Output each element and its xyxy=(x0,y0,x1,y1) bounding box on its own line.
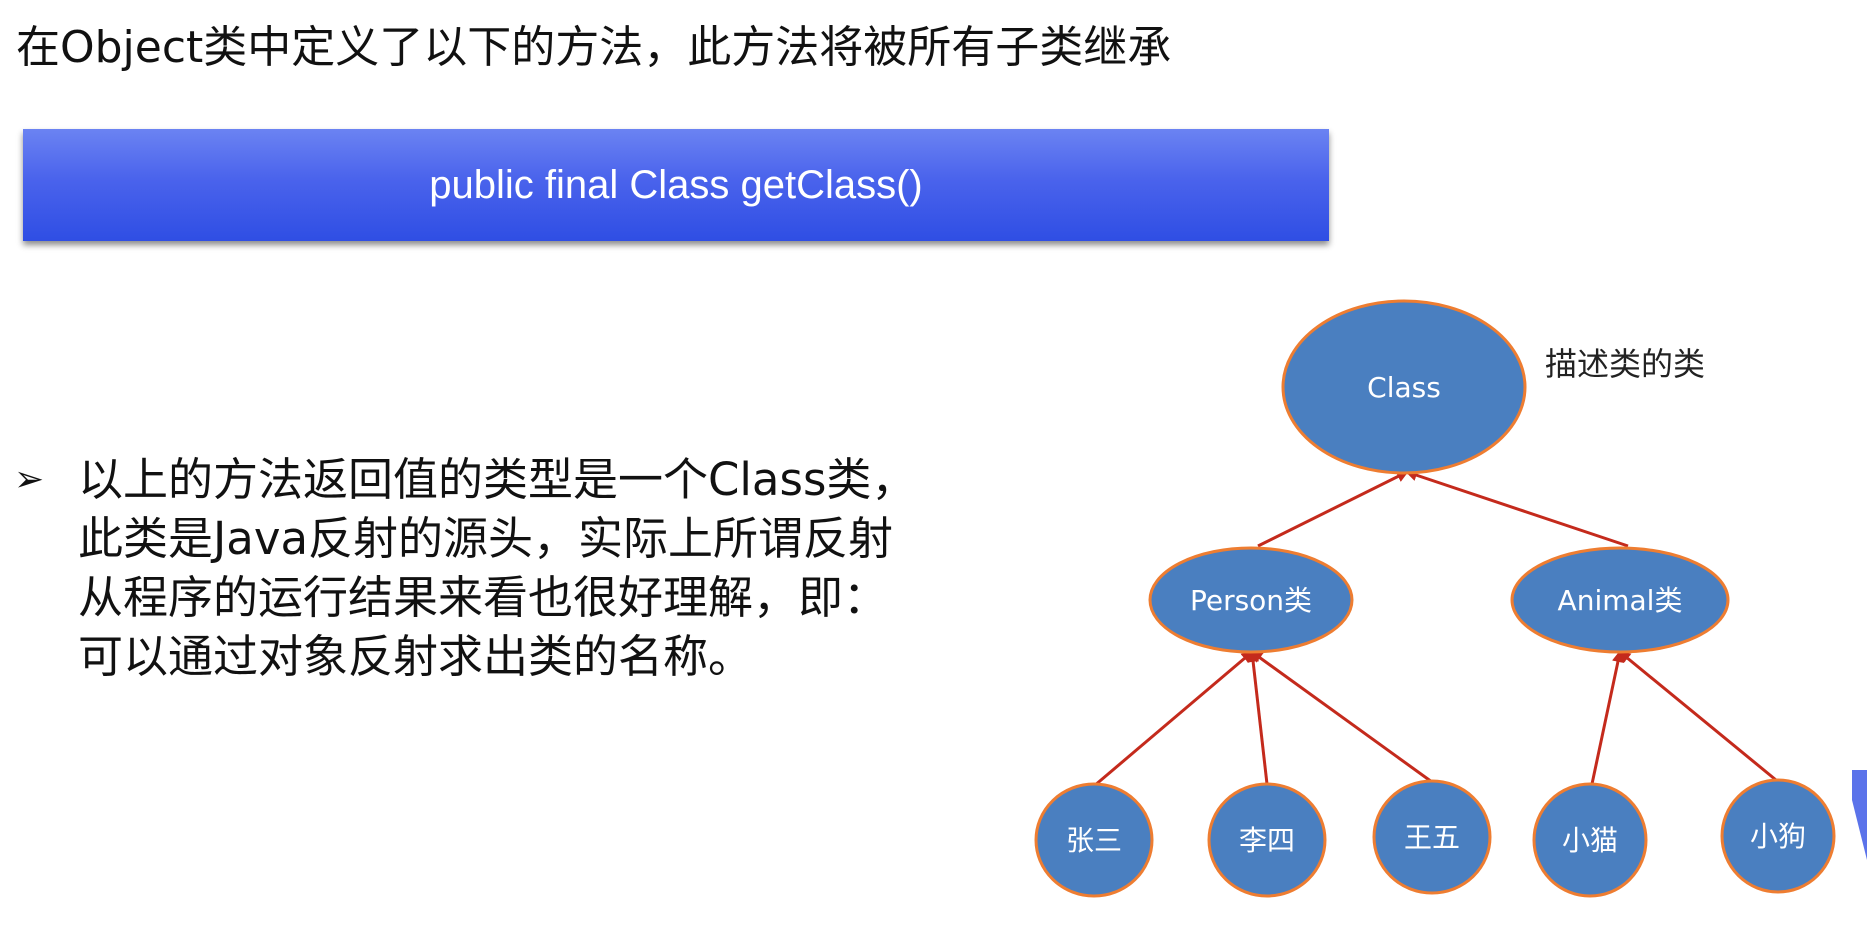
node-animal-ellipse xyxy=(1510,546,1730,654)
node-wangwu-label: 王五 xyxy=(1404,821,1460,854)
bullet-arrow-icon: ➢ xyxy=(14,459,45,500)
node-zhangsan: 张三 xyxy=(1034,782,1154,898)
node-wangwu: 王五 xyxy=(1372,779,1492,895)
node-xiaomao-ellipse xyxy=(1532,782,1648,898)
node-xiaomao-label: 小猫 xyxy=(1562,824,1618,857)
code-banner: public final Class getClass() xyxy=(23,129,1329,241)
edge-zhangsan-to-person xyxy=(1093,650,1254,788)
node-xiaomao: 小猫 xyxy=(1532,782,1648,898)
class-note-label: 描述类的类 xyxy=(1545,345,1705,383)
node-xiaogou-label: 小狗 xyxy=(1750,820,1806,853)
node-person-ellipse xyxy=(1148,546,1354,654)
node-person-label: Person类 xyxy=(1190,584,1312,617)
bullet-text: 以上的方法返回值的类型是一个Class类，此类是Java反射的源头，实际上所谓反… xyxy=(78,453,917,683)
node-wangwu-ellipse xyxy=(1372,779,1492,895)
node-xiaogou-ellipse xyxy=(1720,778,1836,894)
node-class: Class xyxy=(1281,299,1527,475)
slide-title: 在Object类中定义了以下的方法，此方法将被所有子类继承 xyxy=(16,22,1172,73)
node-zhangsan-label: 张三 xyxy=(1066,824,1122,857)
edge-xiaogou-to-animal xyxy=(1618,650,1777,782)
edge-lisi-to-person xyxy=(1247,650,1269,785)
edge-wangwu-to-person xyxy=(1250,650,1433,784)
node-animal: Animal类 xyxy=(1510,546,1730,654)
edge-decoration-shape xyxy=(1852,770,1867,860)
edge-xiaomao-to-animal xyxy=(1590,650,1624,785)
node-class-ellipse xyxy=(1281,299,1527,475)
edge-person-to-class xyxy=(1257,470,1409,548)
node-lisi-label: 李四 xyxy=(1239,824,1295,857)
node-zhangsan-ellipse xyxy=(1034,782,1154,898)
node-lisi-ellipse xyxy=(1207,782,1327,898)
node-lisi: 李四 xyxy=(1207,782,1327,898)
node-class-label: Class xyxy=(1367,371,1441,404)
node-animal-label: Animal类 xyxy=(1558,584,1683,617)
edge-animal-to-class xyxy=(1405,469,1629,548)
node-xiaogou: 小狗 xyxy=(1720,778,1836,894)
node-person: Person类 xyxy=(1148,546,1354,654)
code-banner-text: public final Class getClass() xyxy=(429,163,923,207)
